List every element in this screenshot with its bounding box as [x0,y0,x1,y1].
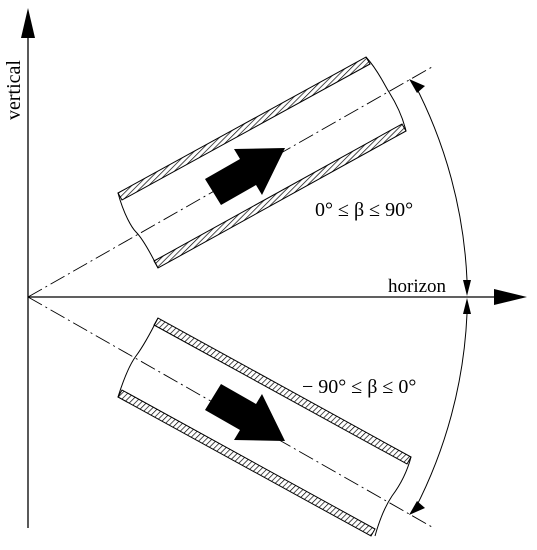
horizontal-arrowhead-icon [494,289,527,305]
upper-pipe-top-wall [117,56,371,201]
upper-pipe-right-end [365,56,407,132]
upper-flow-arrow-icon [205,148,285,205]
upper-pipe-bottom-wall [153,123,407,269]
upper-angle-arc [409,79,471,296]
upper-arc-arrowhead-bottom-icon [463,280,471,296]
horizon-label: horizon [388,276,447,297]
vertical-arrowhead-icon [21,8,35,38]
lower-pipe [117,317,412,537]
horizontal-axis [28,289,527,305]
vertical-axis-label: vertical [3,60,25,120]
upper-angle-range-label: 0° ≤ β ≤ 90° [315,199,413,221]
lower-flow-arrow-icon [205,384,285,441]
upper-arc-arrowhead-top-icon [409,79,425,93]
lower-angle-arc [409,298,471,515]
upper-pipe [117,56,407,269]
lower-arc-arrowhead-top-icon [463,298,471,314]
lower-angle-range-label: − 90° ≤ β ≤ 0° [302,376,416,398]
lower-arc-arrowhead-bottom-icon [409,501,425,515]
lower-pipe-right-end [374,456,412,537]
upper-pipe-left-end [117,192,159,269]
lower-pipe-bottom-wall [117,389,376,537]
lower-pipe-left-end [117,317,159,398]
vertical-axis [21,8,35,528]
